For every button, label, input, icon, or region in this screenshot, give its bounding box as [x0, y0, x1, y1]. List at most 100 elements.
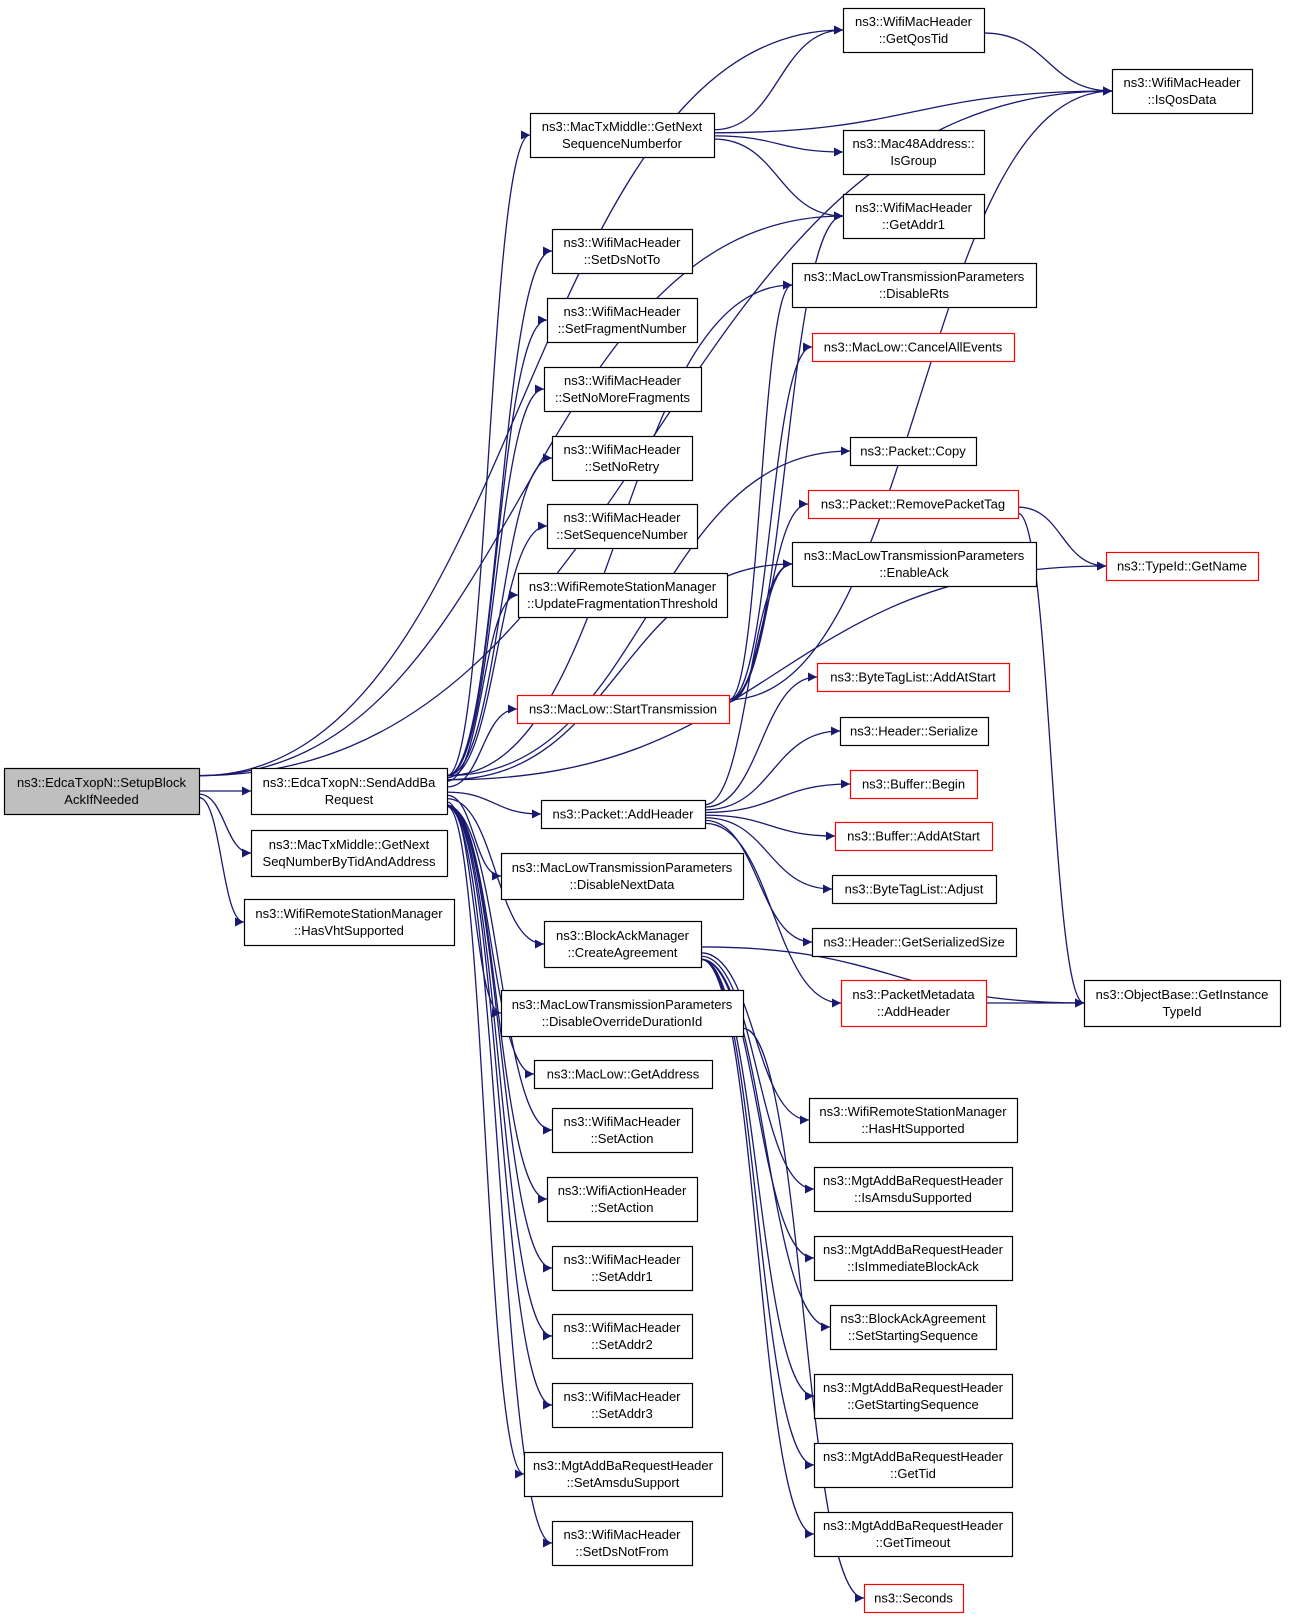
node-label: ns3::WifiMacHeader	[563, 235, 681, 250]
node-box	[551, 1107, 694, 1154]
node-isgroup[interactable]: ns3::Mac48Address::IsGroup	[842, 129, 986, 176]
node-setaddr1[interactable]: ns3::WifiMacHeader::SetAddr1	[551, 1245, 694, 1292]
node-setamsdu[interactable]: ns3::MgtAddBaRequestHeader::SetAmsduSupp…	[523, 1451, 724, 1498]
node-seconds[interactable]: ns3::Seconds	[863, 1583, 965, 1614]
node-pmaddheader[interactable]: ns3::PacketMetadata::AddHeader	[840, 979, 988, 1028]
node-disoverride[interactable]: ns3::MacLowTransmissionParameters::Disab…	[500, 989, 745, 1038]
node-enableack[interactable]: ns3::MacLowTransmissionParameters::Enabl…	[791, 541, 1038, 588]
node-setaction2[interactable]: ns3::WifiActionHeader::SetAction	[546, 1176, 699, 1223]
node-addheader[interactable]: ns3::Packet::AddHeader	[540, 799, 707, 830]
node-getqostid[interactable]: ns3::WifiMacHeader::GetQosTid	[842, 7, 986, 54]
node-bufbegin[interactable]: ns3::Buffer::Begin	[849, 769, 979, 800]
edge-removetag-to-getinstance	[1017, 512, 1085, 1008]
node-pcopy[interactable]: ns3::Packet::Copy	[849, 436, 978, 467]
node-setnomorefrag[interactable]: ns3::WifiMacHeader::SetNoMoreFragments	[543, 366, 703, 413]
node-label: ns3::Buffer::AddAtStart	[847, 829, 980, 844]
node-starttx[interactable]: ns3::MacLow::StartTransmission	[516, 694, 731, 725]
edge-sendaddba-to-setaddr3	[446, 805, 553, 1410]
node-setfrag[interactable]: ns3::WifiMacHeader::SetFragmentNumber	[546, 297, 699, 344]
node-label: ::GetStartingSequence	[847, 1397, 979, 1412]
node-setseq[interactable]: ns3::WifiMacHeader::SetSequenceNumber	[546, 503, 699, 550]
node-getstartseq[interactable]: ns3::MgtAddBaRequestHeader::GetStartingS…	[813, 1373, 1014, 1420]
node-box	[3, 767, 201, 816]
node-label: ns3::BlockAckManager	[556, 928, 690, 943]
node-box	[849, 436, 978, 467]
node-label: ns3::MacTxMiddle::GetNext	[269, 837, 430, 852]
node-hgetsize[interactable]: ns3::Header::GetSerializedSize	[811, 927, 1018, 958]
node-setstartseq[interactable]: ns3::BlockAckAgreement::SetStartingSeque…	[829, 1304, 998, 1351]
edge-sendaddba-to-disnextdata	[446, 794, 502, 881]
node-label: ns3::MgtAddBaRequestHeader	[823, 1518, 1004, 1533]
node-setnoretry[interactable]: ns3::WifiMacHeader::SetNoRetry	[551, 435, 694, 482]
node-updfrag[interactable]: ns3::WifiRemoteStationManager::UpdateFra…	[517, 572, 729, 619]
node-getaddress[interactable]: ns3::MacLow::GetAddress	[533, 1059, 714, 1090]
node-bufaddatstart[interactable]: ns3::Buffer::AddAtStart	[834, 821, 994, 852]
edge-createagr-to-isimmediate	[700, 958, 815, 1263]
node-label: ns3::ByteTagList::Adjust	[845, 882, 984, 897]
node-getaddr1[interactable]: ns3::WifiMacHeader::GetAddr1	[842, 193, 986, 240]
edge-getnextseqfor-to-getaddr1	[713, 138, 844, 221]
node-box	[840, 979, 988, 1028]
node-hasvht[interactable]: ns3::WifiRemoteStationManager::HasVhtSup…	[243, 898, 456, 947]
node-setdsnotfrom[interactable]: ns3::WifiMacHeader::SetDsNotFrom	[551, 1520, 694, 1567]
node-box	[546, 503, 699, 550]
edge-sendaddba-to-setaction1	[446, 805, 553, 1135]
edge-createagr-to-gettid	[700, 958, 815, 1470]
edge-addheader-to-bufaddatstart	[704, 814, 836, 841]
edge-createagr-to-getstartseq	[700, 958, 815, 1401]
node-setaddr2[interactable]: ns3::WifiMacHeader::SetAddr2	[551, 1313, 694, 1360]
node-box	[523, 1451, 724, 1498]
node-label: ns3::BlockAckAgreement	[840, 1311, 986, 1326]
node-gettimeout[interactable]: ns3::MgtAddBaRequestHeader::GetTimeout	[813, 1511, 1014, 1558]
node-setaddr3[interactable]: ns3::WifiMacHeader::SetAddr3	[551, 1382, 694, 1429]
node-label: ns3::WifiMacHeader	[563, 510, 681, 525]
edge-sendaddba-to-updfrag	[446, 590, 519, 782]
node-setaction1[interactable]: ns3::WifiMacHeader::SetAction	[551, 1107, 694, 1154]
node-label: ::HasHtSupported	[861, 1121, 964, 1136]
node-box	[551, 1382, 694, 1429]
node-gettid[interactable]: ns3::MgtAddBaRequestHeader::GetTid	[813, 1442, 1014, 1489]
node-isimmediate[interactable]: ns3::MgtAddBaRequestHeader::IsImmediateB…	[813, 1235, 1014, 1282]
node-btladjust[interactable]: ns3::ByteTagList::Adjust	[831, 874, 998, 905]
edge-addheader-to-enableack	[704, 559, 793, 806]
node-getnextseqfor[interactable]: ns3::MacTxMiddle::GetNextSequenceNumberf…	[529, 112, 716, 159]
node-label: ::GetQosTid	[879, 31, 949, 46]
edge-sendaddba-to-addheader	[446, 791, 542, 819]
node-box	[546, 297, 699, 344]
node-getname[interactable]: ns3::TypeId::GetName	[1105, 551, 1260, 582]
node-isamsdu[interactable]: ns3::MgtAddBaRequestHeader::IsAmsduSuppo…	[813, 1166, 1014, 1213]
node-label: TypeId	[1162, 1004, 1201, 1019]
edge-starttx-to-cancelall	[728, 342, 813, 701]
node-label: ns3::Buffer::Begin	[862, 777, 965, 792]
node-box	[533, 1059, 714, 1090]
node-box	[816, 662, 1011, 693]
node-disrts[interactable]: ns3::MacLowTransmissionParameters::Disab…	[791, 262, 1038, 309]
node-label: ns3::Packet::Copy	[860, 444, 966, 459]
node-label: ns3::MacLowTransmissionParameters	[512, 860, 733, 875]
node-label: ::SetFragmentNumber	[558, 321, 687, 336]
edge-starttx-to-isqosdata	[728, 86, 1113, 701]
node-label: ns3::MgtAddBaRequestHeader	[823, 1380, 1004, 1395]
node-hserialize[interactable]: ns3::Header::Serialize	[839, 716, 990, 747]
node-box	[551, 435, 694, 482]
node-isqosdata[interactable]: ns3::WifiMacHeader::IsQosData	[1111, 68, 1254, 115]
node-label: ns3::WifiMacHeader	[1123, 75, 1241, 90]
node-setdsnotto[interactable]: ns3::WifiMacHeader::SetDsNotTo	[551, 228, 694, 275]
node-box	[1111, 68, 1254, 115]
node-addatstart[interactable]: ns3::ByteTagList::AddAtStart	[816, 662, 1011, 693]
edge-addheader-to-hserialize	[704, 726, 841, 811]
node-hasht[interactable]: ns3::WifiRemoteStationManager::HasHtSupp…	[808, 1097, 1019, 1144]
node-disnextdata[interactable]: ns3::MacLowTransmissionParameters::Disab…	[500, 852, 745, 901]
node-label: ns3::MacLow::GetAddress	[547, 1067, 700, 1082]
node-box	[1083, 979, 1282, 1028]
node-getnextseqtid[interactable]: ns3::MacTxMiddle::GetNextSeqNumberByTidA…	[250, 829, 449, 878]
node-cancelall[interactable]: ns3::MacLow::CancelAllEvents	[811, 332, 1016, 363]
node-label: ns3::MacLowTransmissionParameters	[804, 269, 1025, 284]
node-createagr[interactable]: ns3::BlockAckManager::CreateAgreement	[543, 920, 703, 969]
node-label: ::EnableAck	[879, 565, 949, 580]
node-removetag[interactable]: ns3::Packet::RemovePacketTag	[807, 489, 1020, 520]
